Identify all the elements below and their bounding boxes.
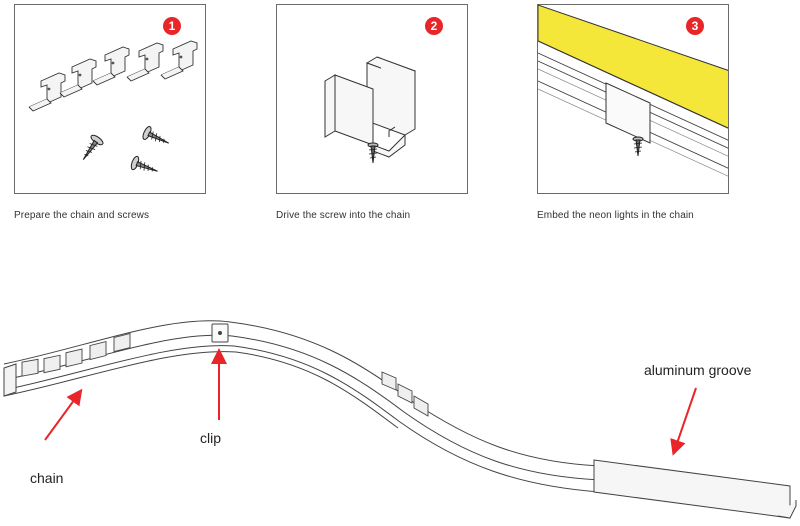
step-number-badge: 1	[163, 17, 181, 35]
step-3-panel: 3	[537, 4, 729, 194]
curved-track	[3, 320, 791, 517]
screw	[130, 155, 158, 172]
screw	[367, 142, 379, 164]
step-number-badge: 2	[425, 17, 443, 35]
chain-holes	[47, 55, 183, 91]
aluminum-groove-label: aluminum groove	[644, 362, 752, 378]
step-number-badge: 3	[686, 17, 704, 35]
chain-links-middle	[381, 371, 429, 417]
neon-strip	[538, 5, 728, 129]
step-3-caption: Embed the neon lights in the chain	[537, 210, 694, 221]
chain-clip	[605, 82, 651, 144]
groove-arrow	[670, 387, 697, 456]
chain-link	[59, 58, 97, 98]
chain-and-screws-illustration	[28, 40, 198, 172]
chain-label: chain	[30, 470, 64, 486]
chain-links-left	[21, 333, 131, 377]
step-2-caption: Drive the screw into the chain	[276, 210, 411, 221]
step-2-panel: 2	[276, 4, 468, 194]
chain-link	[28, 72, 66, 112]
chain-link	[160, 40, 198, 80]
screw	[632, 136, 644, 157]
screw	[142, 126, 170, 144]
aluminum-groove	[593, 459, 797, 519]
step-1-panel: 1	[14, 4, 206, 194]
installation-overview-diagram	[3, 320, 797, 519]
screw	[82, 134, 104, 160]
clip-label: clip	[200, 430, 222, 446]
chain-side-wall	[324, 74, 336, 138]
neon-light-in-chain-illustration	[538, 5, 728, 177]
chain-arrow	[44, 388, 83, 441]
chain-with-screw-illustration	[324, 56, 417, 164]
chain-end	[3, 363, 17, 397]
clip-part	[211, 323, 229, 343]
chain-link	[92, 46, 130, 86]
chain-link	[126, 42, 164, 82]
step-1-caption: Prepare the chain and screws	[14, 210, 150, 221]
